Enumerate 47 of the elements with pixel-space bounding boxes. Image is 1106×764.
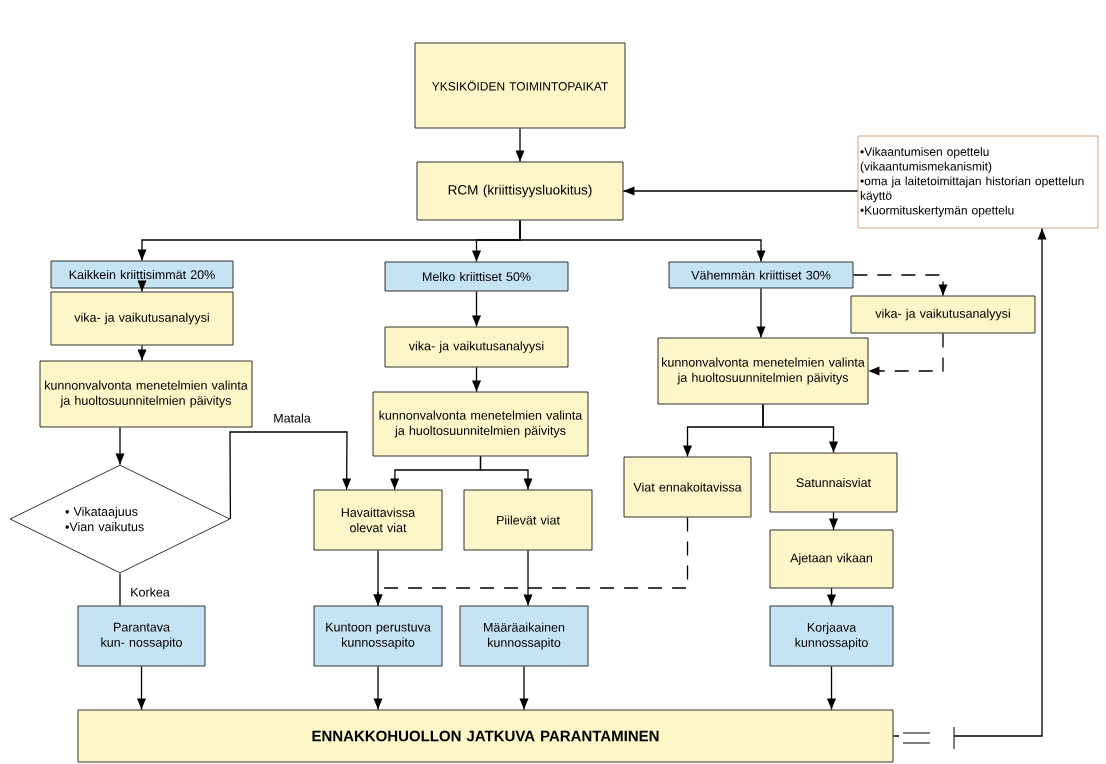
arrow (137, 665, 146, 711)
category-box: Vähemmän kriittiset 30% (668, 261, 854, 289)
process-box: kunnonvalvonta menetelmien valinta ja huoltosuunnitelmien päivitys (657, 337, 869, 405)
maintenance-box: Parantava kun- nossapito (77, 605, 206, 667)
arrow (622, 186, 859, 196)
maintenance-box: Kuntoon perustuva kunnossapito (313, 605, 443, 667)
edge-label: Matala (272, 412, 312, 424)
arrow (756, 287, 766, 339)
arrow (472, 366, 481, 393)
arrow (852, 274, 948, 297)
arrow (472, 290, 481, 328)
arrow (373, 665, 383, 711)
arrow (373, 549, 383, 607)
arrow (115, 426, 125, 466)
arrow (523, 549, 533, 607)
category-box: Kaikkein kriittisimmät 20% (50, 260, 234, 289)
process-box: Satunnaisviat (769, 452, 898, 513)
process-box: vika- ja vaikutusanalyysi (50, 291, 234, 346)
process-box: vika- ja vaikutusanalyysi (384, 326, 569, 368)
process-box: RCM (kriittisyysluokitus) (416, 161, 624, 221)
process-box: vika- ja vaikutusanalyysi (850, 295, 1036, 334)
arrow (829, 511, 838, 531)
process-box: Piilevät viat (463, 489, 593, 551)
arrow (827, 665, 836, 711)
arrow (519, 665, 529, 711)
arrow (867, 332, 944, 376)
edge-label: Korkea (129, 586, 171, 598)
arrow (892, 227, 1047, 737)
process-box: Havaittavissa olevat viat (313, 489, 443, 551)
note-box: •Vikaantumisen opettelu (vikaantumismekanismit) •oma ja laitetoimittajan historian opettelun käyttö •Kuormituskertymän opettelu (857, 135, 1099, 229)
maintenance-box: Korjaava kunnossapito (769, 605, 894, 667)
process-box: kunnonvalvonta menetelmien valinta ja huoltosuunnitelmien päivitys (372, 391, 589, 457)
arrow (137, 344, 147, 362)
process-box: YKSIKÖIDEN TOIMINTOPAIKAT (414, 42, 626, 129)
process-box: Ajetaan vikaan (769, 529, 894, 589)
category-box: Melko kriittiset 50% (384, 261, 569, 292)
arrow (515, 127, 525, 163)
arrow (229, 431, 352, 520)
arrow (827, 587, 836, 607)
process-box: Viat ennakoitavissa (623, 456, 752, 518)
arrow (519, 219, 766, 263)
maintenance-box: Määräaikainen kunnossapito (459, 605, 589, 667)
result-box: ENNAKKOHUOLLON JATKUVA PARANTAMINEN (77, 709, 894, 763)
arrow (762, 403, 838, 454)
arrow (137, 280, 147, 293)
process-box: kunnonvalvonta menetelmien valinta ja huoltosuunnitelmien päivitys (39, 360, 253, 428)
arrow (479, 455, 533, 491)
